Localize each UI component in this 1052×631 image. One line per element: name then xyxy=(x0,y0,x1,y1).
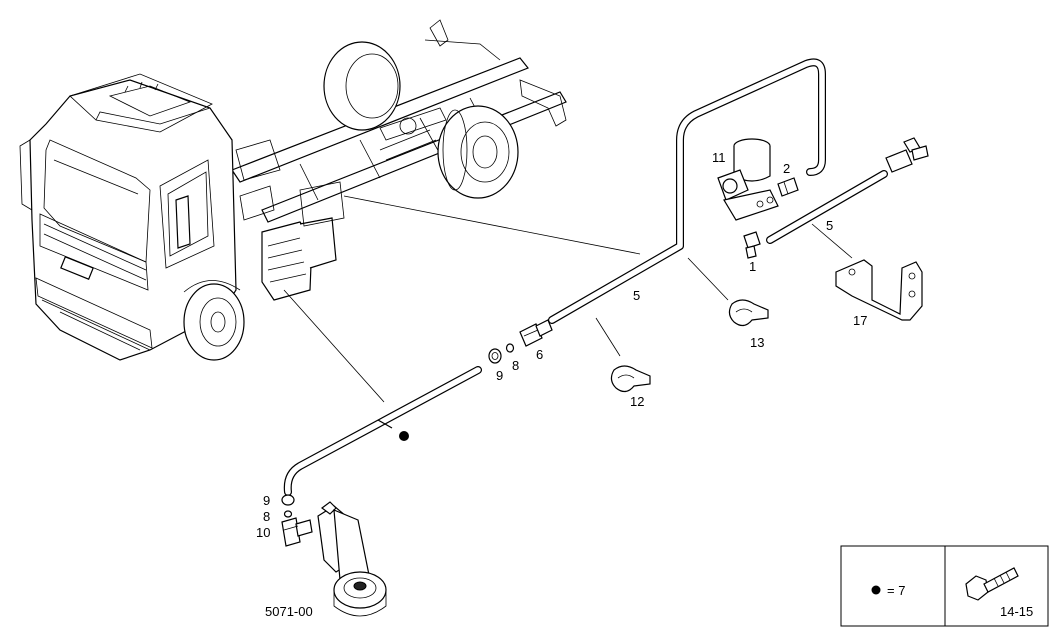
elbow-fitting-top-right xyxy=(885,137,929,173)
washer-pump-reservoir xyxy=(717,138,779,259)
hose-clip-12 xyxy=(610,365,651,393)
callout-5-right: 5 xyxy=(826,218,833,233)
leader-line xyxy=(595,317,621,357)
legend-box: = 7 14-15 xyxy=(840,545,1049,627)
hose-assembly xyxy=(283,58,888,496)
washer-8-upper xyxy=(505,343,515,353)
nut-9-lower xyxy=(281,494,295,506)
leader-lines xyxy=(283,195,853,403)
washer-8-lower xyxy=(283,510,293,518)
cylinder-lever-assembly xyxy=(317,501,387,617)
leader-line xyxy=(343,195,641,255)
callout-1: 1 xyxy=(749,259,756,274)
callout-8-upper: 8 xyxy=(512,358,519,373)
callout-11: 11 xyxy=(712,150,726,165)
marker-dot-7 xyxy=(399,431,409,441)
fitting-6 xyxy=(519,319,553,347)
hose-clip-13 xyxy=(728,299,769,327)
connector-part-2 xyxy=(777,177,799,197)
callout-8-lower: 8 xyxy=(263,509,270,524)
mounting-bracket-17 xyxy=(835,259,923,321)
callout-9-lower: 9 xyxy=(263,493,270,508)
callout-9-upper: 9 xyxy=(496,368,503,383)
leader-line xyxy=(811,223,853,259)
page-reference: 14-15 xyxy=(1000,604,1033,619)
callout-5-mid: 5 xyxy=(633,288,640,303)
fitting-10 xyxy=(281,517,313,547)
drawing-code: 5071-00 xyxy=(265,604,313,619)
callout-2: 2 xyxy=(783,161,790,176)
callout-labels: 11 2 5 1 5 13 17 9 8 6 12 9 8 10 xyxy=(256,150,867,540)
callout-10: 10 xyxy=(256,525,270,540)
truck-cab xyxy=(19,73,245,361)
chassis-frame xyxy=(231,19,567,223)
callout-17: 17 xyxy=(853,313,867,328)
leader-line xyxy=(687,257,729,301)
bolt-icon xyxy=(965,567,1019,601)
leader-line xyxy=(283,289,385,403)
legend-dot-icon xyxy=(871,585,881,595)
callout-6: 6 xyxy=(536,347,543,362)
callout-13: 13 xyxy=(750,335,764,350)
cab-pump-module xyxy=(235,139,345,301)
legend-dot-label: = 7 xyxy=(887,583,905,598)
nut-9-upper xyxy=(488,348,502,364)
rear-wheels xyxy=(323,41,519,199)
callout-12: 12 xyxy=(630,394,644,409)
truck-illustration xyxy=(19,19,567,361)
